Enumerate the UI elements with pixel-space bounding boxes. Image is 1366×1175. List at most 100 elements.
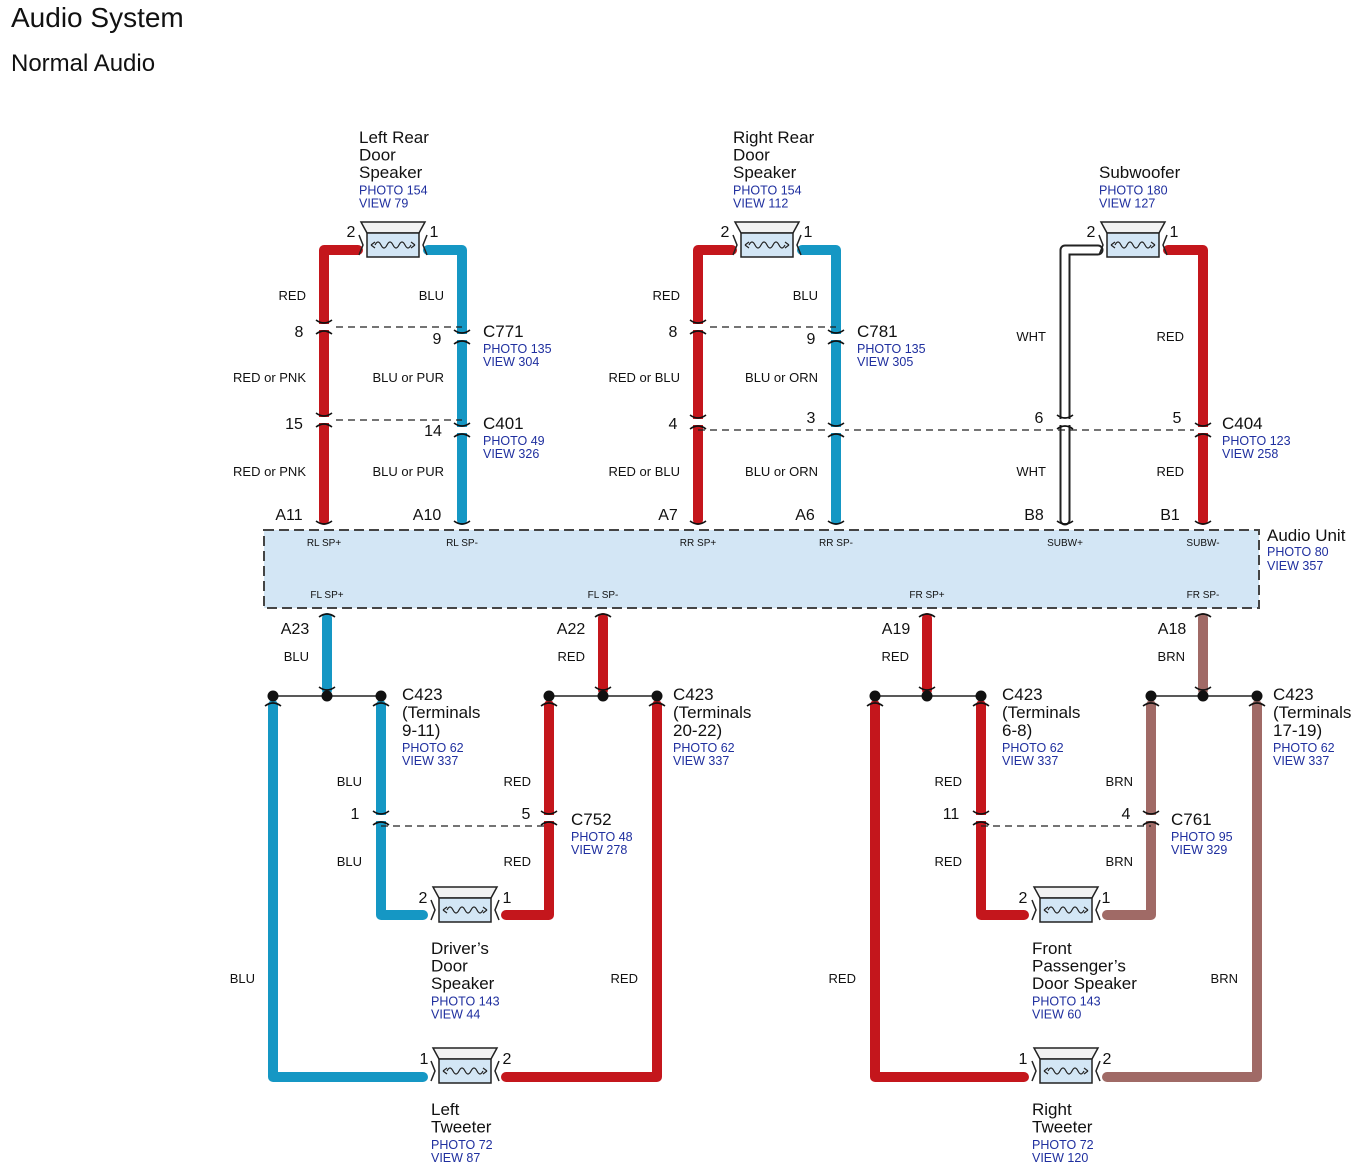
unit-signal-label: RL SP+ bbox=[307, 538, 342, 549]
speaker-sw-icon-term bbox=[1098, 234, 1104, 256]
speaker-rt-icon-term bbox=[1031, 1060, 1037, 1082]
view-ref: VIEW 44 bbox=[431, 1008, 480, 1022]
wire-dd-red bbox=[501, 700, 554, 920]
c423-cap bbox=[318, 686, 336, 691]
unit-signal-label: RL SP- bbox=[446, 538, 478, 549]
speaker-lt-icon-cone bbox=[431, 1047, 499, 1060]
split-8-gap bbox=[1056, 419, 1074, 425]
speaker-pin: 1 bbox=[503, 890, 512, 907]
split-2-arc bbox=[315, 423, 333, 428]
speaker-rr-icon-term bbox=[732, 234, 738, 256]
split-8-arc bbox=[1056, 414, 1074, 419]
speaker-fp-icon-arrows bbox=[1043, 906, 1089, 914]
wire-color-label: BLU bbox=[419, 288, 444, 303]
photo-ref: PHOTO 72 bbox=[1032, 1138, 1094, 1152]
connector-name: C401 bbox=[483, 414, 524, 433]
wire-sw-wht-outline bbox=[1059, 244, 1104, 526]
wire-color-label: BLU or PUR bbox=[372, 370, 444, 385]
speaker-name: Right Rear bbox=[733, 128, 815, 147]
photo-ref: PHOTO 143 bbox=[1032, 995, 1101, 1009]
unit-pin-label: A6 bbox=[795, 507, 815, 524]
speaker-pin: 2 bbox=[721, 224, 730, 241]
unit-pin-label: A19 bbox=[882, 621, 911, 638]
wire-color-label: RED bbox=[935, 854, 962, 869]
speaker-name: Speaker bbox=[431, 974, 495, 993]
split-10-gap bbox=[372, 815, 390, 821]
split-1-arc bbox=[453, 329, 471, 334]
page-title: Audio System bbox=[11, 2, 184, 33]
wire-color-label: RED bbox=[1157, 464, 1184, 479]
view-ref: VIEW 337 bbox=[402, 754, 458, 768]
wire-color-label: RED or PNK bbox=[233, 464, 306, 479]
view-ref: VIEW 258 bbox=[1222, 447, 1278, 461]
speaker-sw-icon-cone bbox=[1099, 221, 1167, 234]
cap-bot-3 bbox=[1194, 613, 1212, 618]
split-4-gap bbox=[689, 324, 707, 330]
junction-dot bbox=[1197, 690, 1209, 702]
speaker-name: Driver’s bbox=[431, 939, 489, 958]
unit-signal-label: RR SP+ bbox=[680, 538, 717, 549]
wire-color-label: BLU bbox=[793, 288, 818, 303]
wire-rt-brn bbox=[1102, 700, 1262, 1082]
unit-signal-label: SUBW- bbox=[1186, 538, 1219, 549]
view-ref: VIEW 305 bbox=[857, 355, 913, 369]
connector-name: (Terminals bbox=[1273, 703, 1351, 722]
wire-dd-blu bbox=[376, 700, 428, 920]
split-5-arc bbox=[827, 340, 845, 345]
speaker-name: Speaker bbox=[733, 163, 797, 182]
speaker-pin: 1 bbox=[804, 224, 813, 241]
speaker-pin: 2 bbox=[1103, 1051, 1112, 1068]
connector-name: 17-19) bbox=[1273, 721, 1322, 740]
cap-c423-0 bbox=[264, 702, 282, 707]
speaker-pin: 2 bbox=[347, 224, 356, 241]
junction-dot bbox=[375, 690, 387, 702]
split-2-arc bbox=[315, 412, 333, 417]
wire-color-label: BLU bbox=[337, 854, 362, 869]
speaker-rt-icon bbox=[1031, 1047, 1101, 1084]
connector-pin: 5 bbox=[522, 806, 531, 823]
photo-ref: PHOTO 72 bbox=[431, 1138, 493, 1152]
split-13-gap bbox=[1142, 815, 1160, 821]
speaker-fp-icon-term bbox=[1031, 899, 1037, 921]
speaker-sw-icon-arrows bbox=[1110, 241, 1156, 249]
cap-c423-5 bbox=[972, 702, 990, 707]
wire-color-label: BRN bbox=[1106, 774, 1133, 789]
split-9-arc bbox=[1194, 422, 1212, 427]
split-6-arc bbox=[689, 425, 707, 430]
view-ref: VIEW 337 bbox=[1273, 754, 1329, 768]
photo-ref: PHOTO 154 bbox=[733, 184, 802, 198]
split-6-gap bbox=[689, 419, 707, 425]
junction-dot bbox=[597, 690, 609, 702]
unit-signal-label: FR SP- bbox=[1187, 590, 1220, 601]
speaker-lt-icon-term bbox=[430, 1060, 436, 1082]
speaker-rr-icon-cone bbox=[733, 221, 801, 234]
connector-name: (Terminals bbox=[402, 703, 480, 722]
speaker-lr-icon-term bbox=[422, 234, 428, 256]
junction-dot bbox=[975, 690, 987, 702]
connector-pin: 4 bbox=[669, 416, 678, 433]
unit-pin-label: A22 bbox=[557, 621, 586, 638]
speaker-fp-icon-coil bbox=[1047, 906, 1085, 914]
split-4-arc bbox=[689, 319, 707, 324]
unit-pin-label: B8 bbox=[1024, 507, 1044, 524]
wire-fp-red bbox=[976, 700, 1029, 920]
speaker-dd-icon-coil bbox=[446, 906, 484, 914]
wire-color-label: BRN bbox=[1106, 854, 1133, 869]
connector-name: C423 bbox=[1002, 685, 1043, 704]
cap-c423-1 bbox=[372, 702, 390, 707]
view-ref: VIEW 337 bbox=[1002, 754, 1058, 768]
junction-dot bbox=[921, 690, 933, 702]
split-4-arc bbox=[689, 330, 707, 335]
wire-color-label: WHT bbox=[1016, 464, 1046, 479]
connector-name: C761 bbox=[1171, 810, 1212, 829]
connector-name: C404 bbox=[1222, 414, 1263, 433]
speaker-name: Left Rear bbox=[359, 128, 429, 147]
speaker-rt-icon-coil bbox=[1047, 1067, 1085, 1075]
junction-dot bbox=[267, 690, 279, 702]
photo-ref: PHOTO 143 bbox=[431, 995, 500, 1009]
cap-bot-1 bbox=[594, 613, 612, 618]
connector-name: (Terminals bbox=[1002, 703, 1080, 722]
cap-top-2 bbox=[689, 520, 707, 525]
split-11-gap bbox=[540, 815, 558, 821]
photo-ref: PHOTO 135 bbox=[483, 342, 552, 356]
